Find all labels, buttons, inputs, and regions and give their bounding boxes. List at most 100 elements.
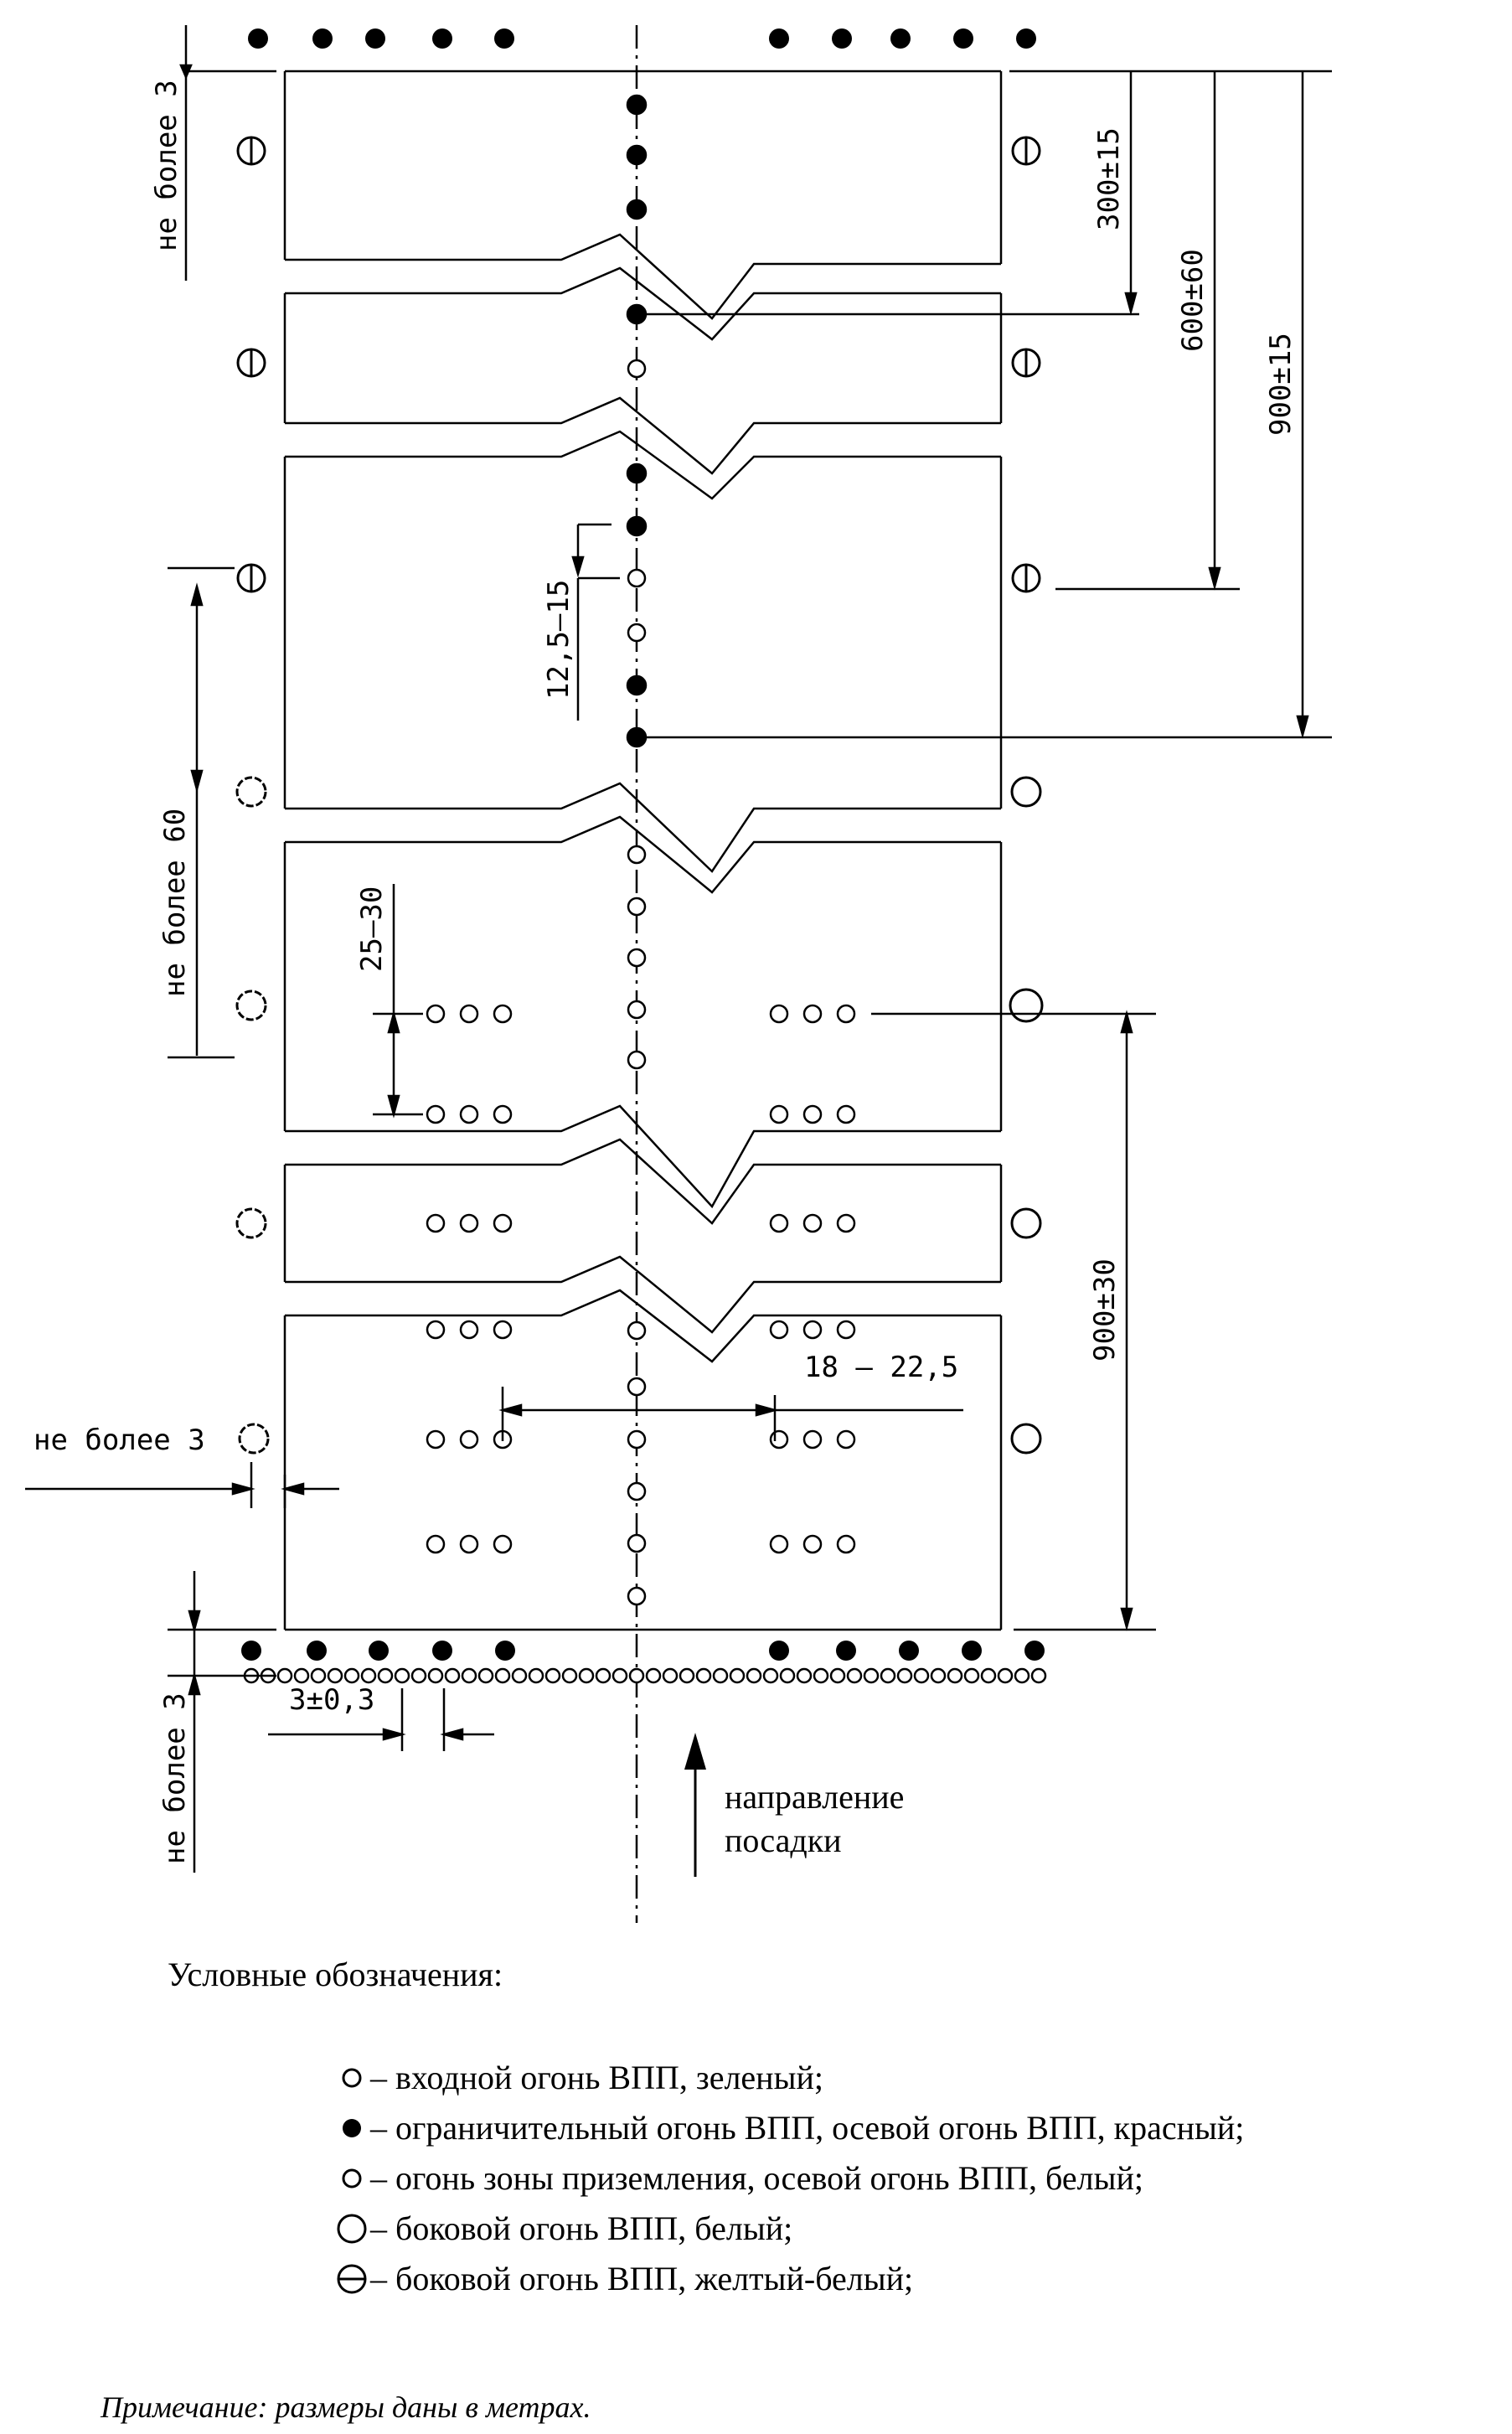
centerline-lights bbox=[626, 94, 648, 1606]
centerline-light-white bbox=[627, 1050, 647, 1070]
limit-light bbox=[432, 28, 452, 49]
side-light-white bbox=[1010, 1207, 1042, 1239]
side-light-white bbox=[235, 776, 267, 808]
entrance-light-green bbox=[980, 1667, 997, 1684]
dimension-lines bbox=[25, 25, 1332, 1873]
entrance-light-green bbox=[394, 1667, 410, 1684]
entrance-light-green bbox=[377, 1667, 394, 1684]
limit-light bbox=[312, 28, 333, 49]
entrance-light-green bbox=[561, 1667, 578, 1684]
entrance-light-green bbox=[729, 1667, 746, 1684]
touchdown-triple bbox=[769, 1004, 856, 1024]
dim-3-0-3: 3±0,3 bbox=[289, 1683, 374, 1717]
entrance-light-green bbox=[679, 1667, 695, 1684]
entrance-light-green bbox=[963, 1667, 980, 1684]
side-light-white bbox=[235, 1207, 267, 1239]
centerline-light-white bbox=[627, 1429, 647, 1450]
entrance-light-green bbox=[1030, 1667, 1047, 1684]
side-lights-white bbox=[235, 776, 1044, 1455]
touchdown-triple bbox=[769, 1104, 856, 1124]
entrance-light-green bbox=[310, 1667, 327, 1684]
side-light-white bbox=[1010, 776, 1042, 808]
touchdown-triple bbox=[769, 1213, 856, 1233]
entrance-light-green bbox=[997, 1667, 1014, 1684]
dim-12-5-15: 12,5–15 bbox=[542, 580, 575, 700]
dim-25-30: 25–30 bbox=[355, 886, 389, 972]
entrance-light-green bbox=[494, 1667, 511, 1684]
direction-line-1: направление bbox=[725, 1778, 904, 1816]
centerline-light-white bbox=[627, 359, 647, 379]
entrance-light-green bbox=[712, 1667, 729, 1684]
legend-title: Условные обозначения: bbox=[168, 1956, 503, 1993]
bottom-limit-lights bbox=[241, 1641, 1045, 1661]
label-max-3-bottom: не более 3 bbox=[158, 1692, 192, 1864]
legend-item-white-large: – боковой огонь ВПП, белый; bbox=[369, 2209, 792, 2247]
legend-item-theta: – боковой огонь ВПП, желтый-белый; bbox=[369, 2260, 913, 2297]
legend-symbol-red bbox=[343, 2119, 361, 2137]
entrance-light-green bbox=[645, 1667, 662, 1684]
side-light-white bbox=[238, 1423, 270, 1455]
entrance-light-green bbox=[511, 1667, 528, 1684]
limit-light bbox=[494, 28, 514, 49]
note: Примечание: размеры даны в метрах. bbox=[100, 2390, 591, 2424]
entrance-light-green bbox=[595, 1667, 612, 1684]
entrance-light-green bbox=[477, 1667, 494, 1684]
touchdown-triple bbox=[769, 1320, 856, 1340]
dim-900-bottom: 900±30 bbox=[1088, 1258, 1122, 1362]
limit-light bbox=[832, 28, 852, 49]
touchdown-triple bbox=[769, 1429, 856, 1450]
entrance-light-green bbox=[762, 1667, 779, 1684]
touchdown-zone-lights bbox=[426, 1004, 856, 1554]
limit-light bbox=[953, 28, 973, 49]
centerline-light-red bbox=[626, 515, 648, 537]
entrance-light-green bbox=[779, 1667, 796, 1684]
legend-symbol-white-small bbox=[342, 2168, 362, 2189]
top-limit-lights bbox=[248, 28, 1036, 49]
theta-light bbox=[1011, 563, 1041, 593]
centerline-light-red bbox=[626, 94, 648, 116]
entrance-light-green bbox=[410, 1667, 427, 1684]
entrance-light-green bbox=[930, 1667, 947, 1684]
entrance-light-green bbox=[880, 1667, 896, 1684]
entrance-light-green bbox=[612, 1667, 628, 1684]
entrance-light-green bbox=[327, 1667, 343, 1684]
legend-item-green: – входной огонь ВПП, зеленый; bbox=[369, 2059, 823, 2096]
side-light-white bbox=[235, 990, 267, 1021]
theta-light bbox=[236, 136, 266, 166]
touchdown-triple bbox=[769, 1534, 856, 1554]
entrance-light-green bbox=[461, 1667, 477, 1684]
centerline-light-white bbox=[627, 1481, 647, 1501]
threshold-entrance-lights bbox=[243, 1667, 1047, 1684]
centerline-light-white bbox=[627, 1377, 647, 1397]
label-max-60: не более 60 bbox=[158, 809, 192, 997]
centerline-light-red bbox=[626, 726, 648, 748]
centerline-light-white bbox=[627, 845, 647, 865]
touchdown-triple bbox=[426, 1004, 513, 1024]
entrance-light-green bbox=[746, 1667, 762, 1684]
legend-symbol-white-large bbox=[337, 2214, 367, 2244]
entrance-light-green bbox=[578, 1667, 595, 1684]
centerline-light-red bbox=[626, 199, 648, 220]
dim-600: 600±60 bbox=[1176, 249, 1210, 352]
centerline-light-white bbox=[627, 568, 647, 588]
legend-symbol-green bbox=[342, 2068, 362, 2088]
direction-line-2: посадки bbox=[725, 1822, 842, 1859]
entrance-light-green bbox=[427, 1667, 444, 1684]
centerline-light-white bbox=[627, 897, 647, 917]
entrance-light-green bbox=[343, 1667, 360, 1684]
side-light-white bbox=[1009, 988, 1044, 1023]
entrance-light-green bbox=[896, 1667, 913, 1684]
theta-light bbox=[1011, 348, 1041, 378]
entrance-light-green bbox=[276, 1667, 293, 1684]
theta-light bbox=[236, 348, 266, 378]
label-max-3-top: не более 3 bbox=[150, 80, 183, 251]
legend-item-white-small: – огонь зоны приземления, осевой огонь В… bbox=[369, 2159, 1143, 2197]
centerline-light-red bbox=[626, 303, 648, 325]
centerline-light-white bbox=[627, 1533, 647, 1553]
side-lights-yellow-white bbox=[236, 136, 1041, 593]
entrance-light-green bbox=[846, 1667, 863, 1684]
centerline-light-white bbox=[627, 1320, 647, 1341]
centerline-light-red bbox=[626, 463, 648, 484]
